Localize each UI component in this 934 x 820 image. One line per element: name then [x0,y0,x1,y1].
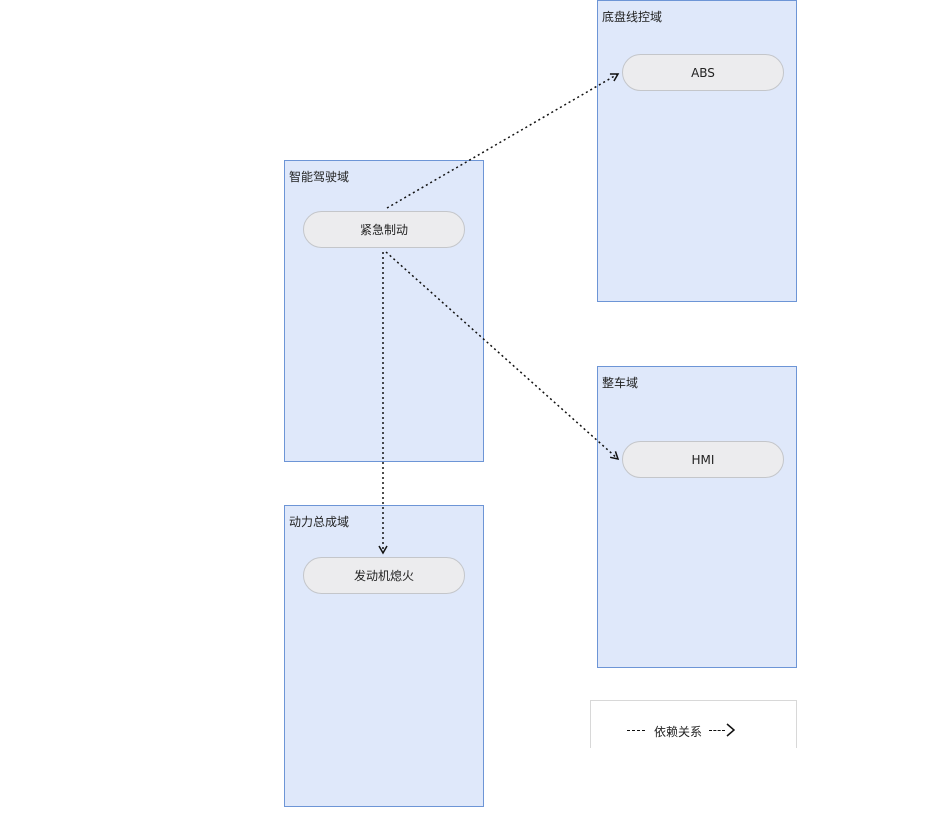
legend: 依赖关系 [590,700,797,748]
node-engine-stop-label: 发动机熄火 [353,569,414,583]
node-abs[interactable]: ABS [622,54,784,91]
node-emergency-braking[interactable]: 紧急制动 [303,211,465,248]
domain-powertrain-label: 动力总成域 [289,515,350,529]
node-hmi[interactable]: HMI [622,441,784,478]
domain-chassis: 底盘线控域 [597,0,797,302]
legend-dotted-line-arrow [709,730,725,731]
domain-chassis-label: 底盘线控域 [602,10,663,24]
node-emergency-braking-label: 紧急制动 [359,223,408,237]
legend-arrow-icon [726,723,735,737]
node-engine-stop[interactable]: 发动机熄火 [303,557,465,594]
legend-label: 依赖关系 [654,725,703,739]
domain-vehicle: 整车域 [597,366,797,668]
domain-vehicle-label: 整车域 [602,376,639,390]
domain-adas-label: 智能驾驶域 [289,170,350,184]
node-hmi-label: HMI [691,452,715,467]
domain-powertrain: 动力总成域 [284,505,484,807]
legend-dotted-line [627,730,645,731]
node-abs-label: ABS [691,65,715,80]
domain-adas: 智能驾驶域 [284,160,484,462]
